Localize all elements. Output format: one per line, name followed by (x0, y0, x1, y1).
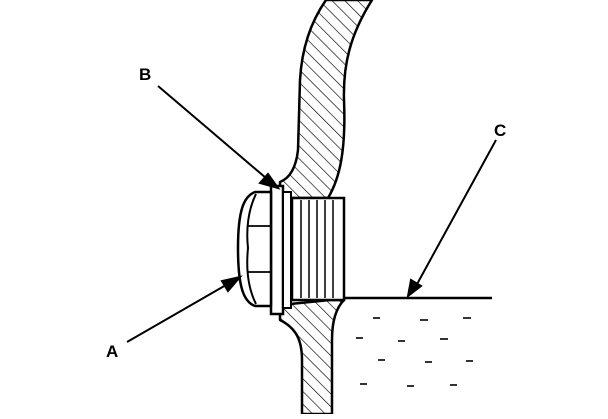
oil-fluid (356, 317, 473, 387)
label-a: A (106, 342, 118, 361)
label-b: B (139, 65, 151, 84)
sealing-washer (269, 184, 285, 316)
leader-arrows (126, 85, 497, 343)
drain-bolt-head (236, 190, 273, 308)
drain-plug-threads (290, 196, 346, 302)
label-c: C (494, 121, 506, 140)
